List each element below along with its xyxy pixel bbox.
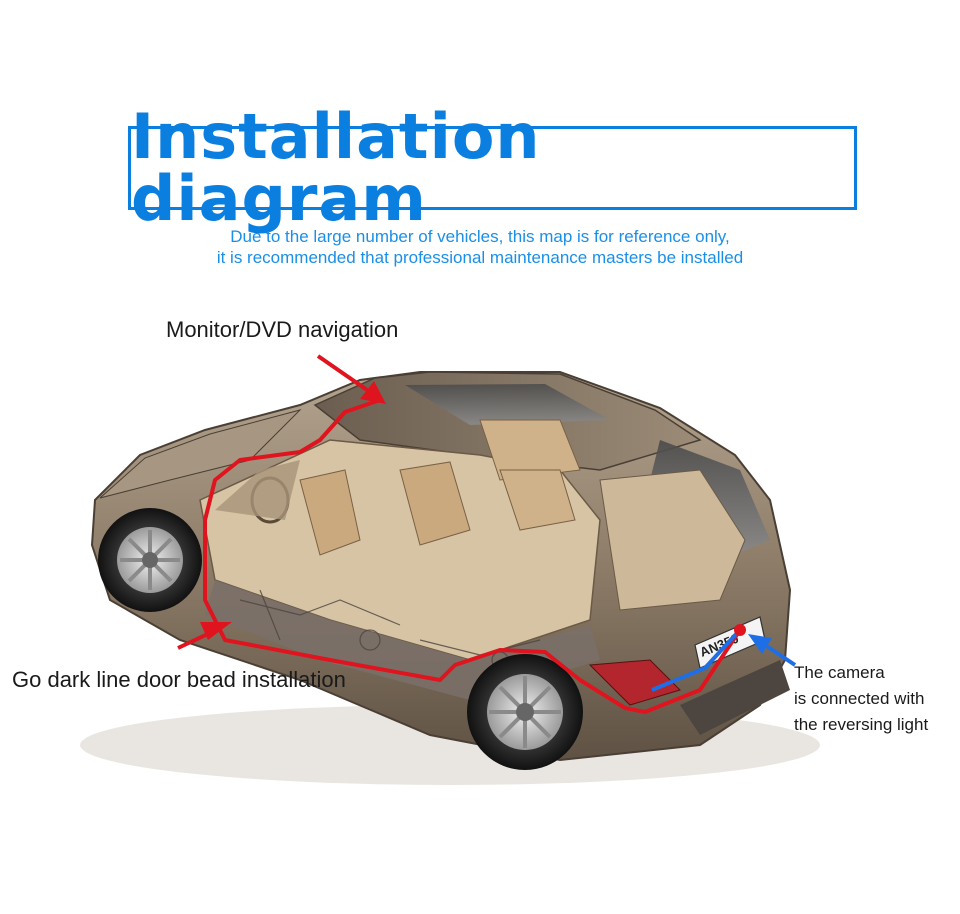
label-door-bead: Go dark line door bead installation	[12, 667, 346, 692]
front-wheel	[98, 508, 202, 612]
label-monitor-dvd: Monitor/DVD navigation	[166, 317, 399, 342]
label-camera-line-3: the reversing light	[794, 715, 929, 734]
reference-note-line-2: it is recommended that professional main…	[216, 248, 744, 267]
label-camera-line-1: The camera	[794, 663, 885, 682]
door-bead-arrow	[177, 622, 232, 650]
blue-camera-wire	[651, 630, 740, 692]
camera-arrow	[748, 634, 797, 667]
camera-dot	[734, 624, 746, 636]
reference-note-line-1: Due to the large number of vehicles, thi…	[230, 227, 730, 246]
label-camera-line-2: is connected with	[794, 689, 925, 708]
page-title: Installation diagram	[131, 100, 541, 235]
rear-wheel	[467, 654, 583, 770]
red-wire-route	[203, 398, 742, 714]
monitor-arrow	[316, 354, 386, 404]
title-frame: Installation diagram	[128, 106, 857, 230]
rear-bumper	[680, 660, 790, 735]
tail-light	[588, 659, 681, 706]
